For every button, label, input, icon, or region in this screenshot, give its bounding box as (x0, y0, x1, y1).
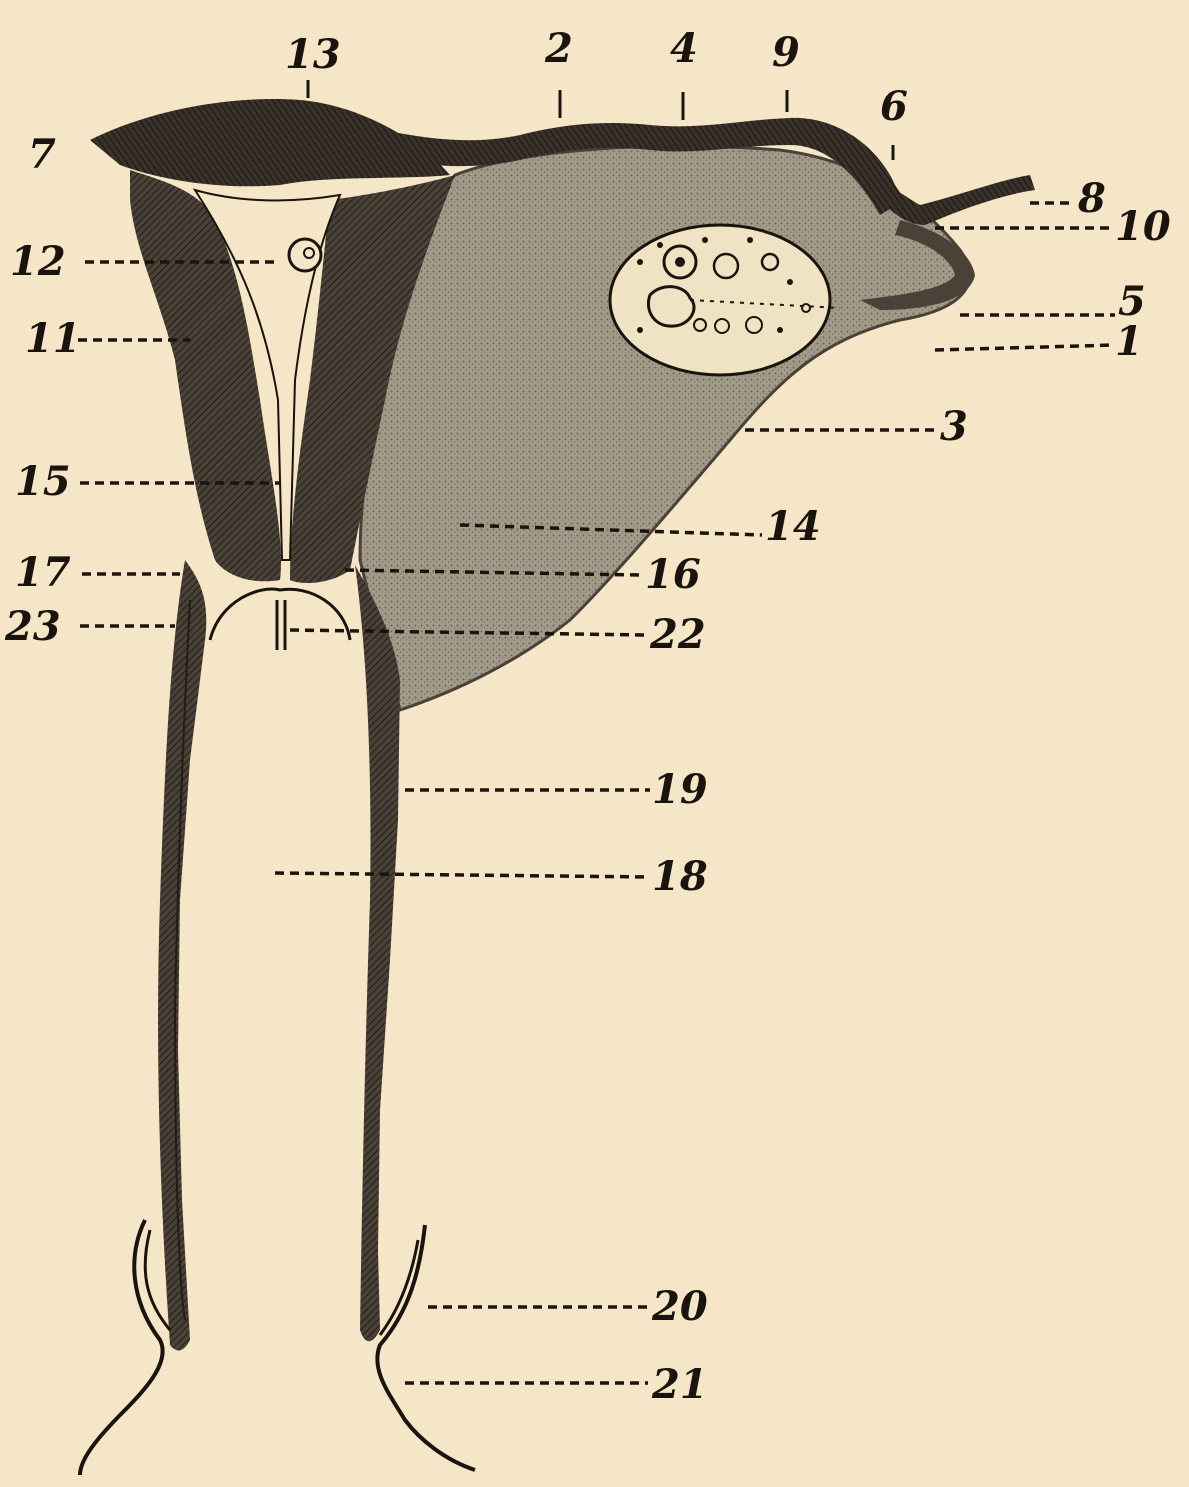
label-16: 16 (645, 551, 701, 598)
label-18: 18 (652, 853, 708, 900)
label-21: 21 (651, 1361, 708, 1408)
label-2: 2 (544, 25, 573, 72)
label-23: 23 (4, 603, 61, 650)
left-fold (80, 1220, 163, 1475)
arch (210, 589, 350, 640)
label-20: 20 (651, 1283, 708, 1330)
follicle-dot (702, 237, 708, 243)
ovoid-follicle (610, 225, 830, 375)
label-17: 17 (15, 549, 71, 596)
follicle-dot (637, 327, 643, 333)
leader-1 (935, 345, 1115, 350)
label-14: 14 (765, 503, 821, 550)
follicle-dot (747, 237, 753, 243)
follicle-dot (787, 279, 793, 285)
follicle-dot (657, 242, 663, 248)
label-12: 12 (10, 238, 66, 285)
follicle-dot (777, 327, 783, 333)
label-10: 10 (1115, 203, 1171, 250)
top-dark-mass (90, 99, 450, 186)
label-3: 3 (940, 403, 968, 450)
right-tube (355, 565, 400, 1341)
label-13: 13 (285, 31, 341, 78)
label-6: 6 (880, 83, 908, 130)
label-11: 11 (25, 315, 81, 362)
leader-18 (275, 873, 650, 877)
right-process (880, 175, 1035, 225)
label-9: 9 (772, 29, 800, 76)
right-fold (377, 1225, 475, 1470)
follicle-nucleolus (675, 257, 685, 267)
label-4: 4 (670, 25, 698, 72)
left-tube (158, 560, 206, 1350)
follicle-dot (637, 259, 643, 265)
label-1: 1 (1115, 318, 1143, 365)
label-15: 15 (15, 458, 71, 505)
label-7: 7 (28, 131, 56, 178)
label-8: 8 (1077, 175, 1106, 222)
label-19: 19 (652, 766, 708, 813)
label-22: 22 (649, 611, 706, 658)
